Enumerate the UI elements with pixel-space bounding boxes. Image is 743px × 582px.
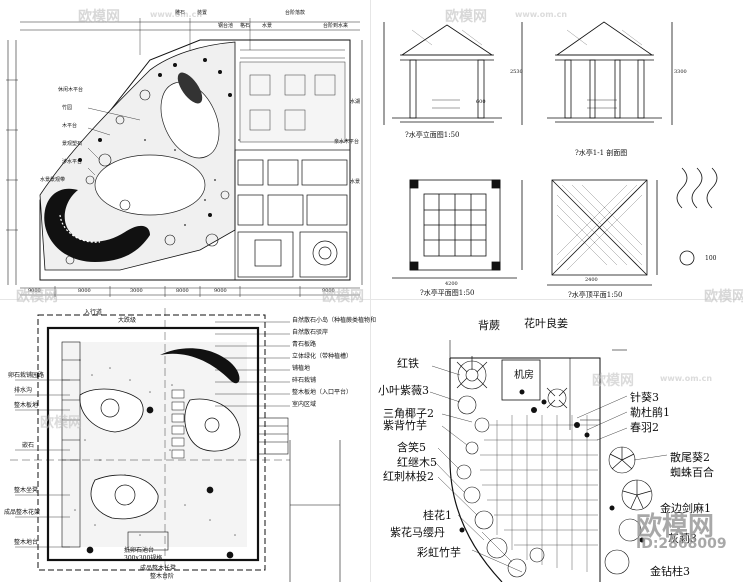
plant-label-right-4: 蜘蛛百合 (670, 466, 714, 479)
watermark-brand-1: 欧模网 (78, 9, 120, 25)
watermark-url-2: www.om.cn (515, 10, 568, 19)
garden-legend-2: 青石板路 (292, 341, 317, 348)
plant-label-left-3: 紫背竹芋 (383, 419, 427, 432)
watermark-brand-6: 欧模网 (592, 373, 634, 389)
pavilion-roof-caption: ?水亭顶平面1:50 (568, 291, 623, 299)
garden-legend-1: 自然散石驳岸 (292, 329, 329, 336)
garden-label-left-1: 排水沟 (14, 387, 33, 394)
pavilion-dim-4: 2530 (510, 69, 523, 75)
site-label-left-1: 竹园 (62, 105, 73, 111)
site-dim-5: 9000 (322, 288, 335, 294)
plant-label-left-6: 红刺林投2 (383, 470, 434, 483)
site-dim-2: 3000 (130, 288, 143, 294)
garden-label-bottom-2: 成品整木长凳 (140, 565, 177, 572)
watermark-id: ID:2868009 (636, 536, 727, 552)
plant-label-left-0: 红铁 (397, 357, 419, 370)
watermark-brand-3: 欧模网 (16, 289, 58, 305)
garden-label-bottom-0: 抵卵石池台 (124, 547, 155, 554)
plant-label-left-2: 三角椰子2 (383, 407, 434, 420)
garden-legend-5: 碎石栽铺 (292, 377, 317, 384)
site-label-top-4: 水景 (262, 23, 273, 29)
site-label-left-4: 涉水平台 (62, 159, 83, 165)
pavilion-section-caption: ?水亭1-1 剖面图 (575, 149, 628, 157)
watermark-brand-4: 欧模网 (322, 289, 364, 305)
garden-label-top-1: 大跌级 (118, 317, 137, 324)
plant-label-right-1: 勒杜鹃1 (630, 406, 670, 419)
garden-label-left-3: 嵌石 (22, 442, 35, 449)
pond (44, 188, 151, 262)
plant-room-label: 机房 (514, 370, 534, 381)
pavilion-drawings (383, 21, 718, 286)
plant-label-left-5: 红继木5 (397, 456, 437, 469)
garden-label-top-0: 入行道 (84, 309, 103, 316)
site-dim-3: 8000 (176, 288, 189, 294)
site-dim-4: 9000 (214, 288, 227, 294)
site-dim-0: 9000 (28, 288, 41, 294)
garden-label-left-2: 整木板地 (14, 402, 39, 409)
site-label-left-2: 木平台 (62, 123, 78, 129)
garden-legend-6: 整木板地（入口平台） (292, 389, 353, 396)
plant-label-left-7: 桂花1 (423, 509, 452, 522)
plant-label-left-1: 小叶紫薇3 (378, 384, 429, 397)
plant-label-right-7: 金钻柱3 (650, 565, 690, 578)
garden-label-left-4: 整木坐凳 (14, 487, 39, 494)
plant-label-right-3: 散尾葵2 (670, 451, 710, 464)
plant-label-right-2: 春羽2 (630, 421, 659, 434)
site-label-top-3: 格石 (240, 23, 251, 29)
watermark-url-1: www.om.cn (150, 10, 203, 19)
site-label-left-5: 水景景观带 (40, 177, 66, 183)
pavilion-dim-1: 2400 (585, 277, 598, 283)
plant-label-right-5: 金边剑麻1 (660, 502, 711, 515)
watermark-brand-5: 欧模网 (704, 289, 743, 305)
watermark-brand-large: 欧模网 (636, 512, 715, 542)
pavilion-dim-3: 3300 (674, 69, 687, 75)
site-master-plan (6, 18, 363, 297)
site-label-top-6: 台阶到水来 (323, 23, 349, 29)
divider-vertical (370, 0, 371, 582)
garden-legend-3: 立体绿化（带种植槽） (292, 353, 353, 360)
site-dim-1: 8000 (78, 288, 91, 294)
courtyard-garden-plan (10, 308, 341, 582)
plant-label-top-1: 花叶良姜 (524, 317, 568, 330)
plant-label-left-8: 紫花马缨丹 (390, 526, 445, 539)
pavilion-plan-caption: ?水亭平面图1:50 (420, 289, 475, 297)
garden-label-bottom-1: 300x300规格 (124, 555, 163, 562)
divider-horizontal (0, 299, 743, 300)
site-label-right-2: 水景 (350, 179, 361, 185)
site-label-left-0: 休闲木平台 (58, 87, 84, 93)
garden-label-left-6: 整木地台 (14, 539, 39, 546)
plant-label-top-0: 背蕨 (478, 319, 500, 332)
plant-label-left-4: 含笑5 (397, 441, 426, 454)
garden-label-left-5: 成品整木花架 (4, 509, 41, 516)
site-label-top-5: 台阶落款 (285, 10, 306, 16)
plant-label-right-6: 灰莉3 (668, 532, 697, 545)
site-label-right-1: 亲水木平台 (334, 139, 360, 145)
watermark-brand-2: 欧模网 (445, 9, 487, 25)
site-label-top-0: 雕石 (175, 10, 186, 16)
pavilion-dim-2: 600 (476, 99, 486, 105)
plant-label-right-0: 针葵3 (630, 391, 659, 404)
garden-label-left-0: 卵石栽铺园路 (8, 372, 45, 379)
garden-label-bottom-3: 整木台阶 (150, 573, 175, 580)
garden-legend-0: 自然散石小岛（种植蕨类植物和 (292, 317, 377, 324)
garden-legend-7: 室内区域 (292, 401, 317, 408)
plant-label-left-9: 彩虹竹芋 (417, 546, 461, 559)
site-label-top-1: 装置 (197, 10, 208, 16)
planting-plan (429, 340, 668, 582)
watermark-brand-7: 欧模网 (40, 415, 82, 431)
pavilion-dim-0: 4200 (445, 281, 458, 287)
site-label-top-2: 钢台池 (218, 23, 234, 29)
site-label-right-0: 水湖 (350, 99, 361, 105)
pavilion-elevation-caption: ?水亭立面图1:50 (405, 131, 460, 139)
site-label-left-3: 景观塑石 (62, 141, 83, 147)
garden-legend-4: 铺植地 (292, 365, 311, 372)
pavilion-detail-caption: 100 (705, 255, 717, 262)
watermark-url-3: www.om.cn (660, 374, 713, 383)
